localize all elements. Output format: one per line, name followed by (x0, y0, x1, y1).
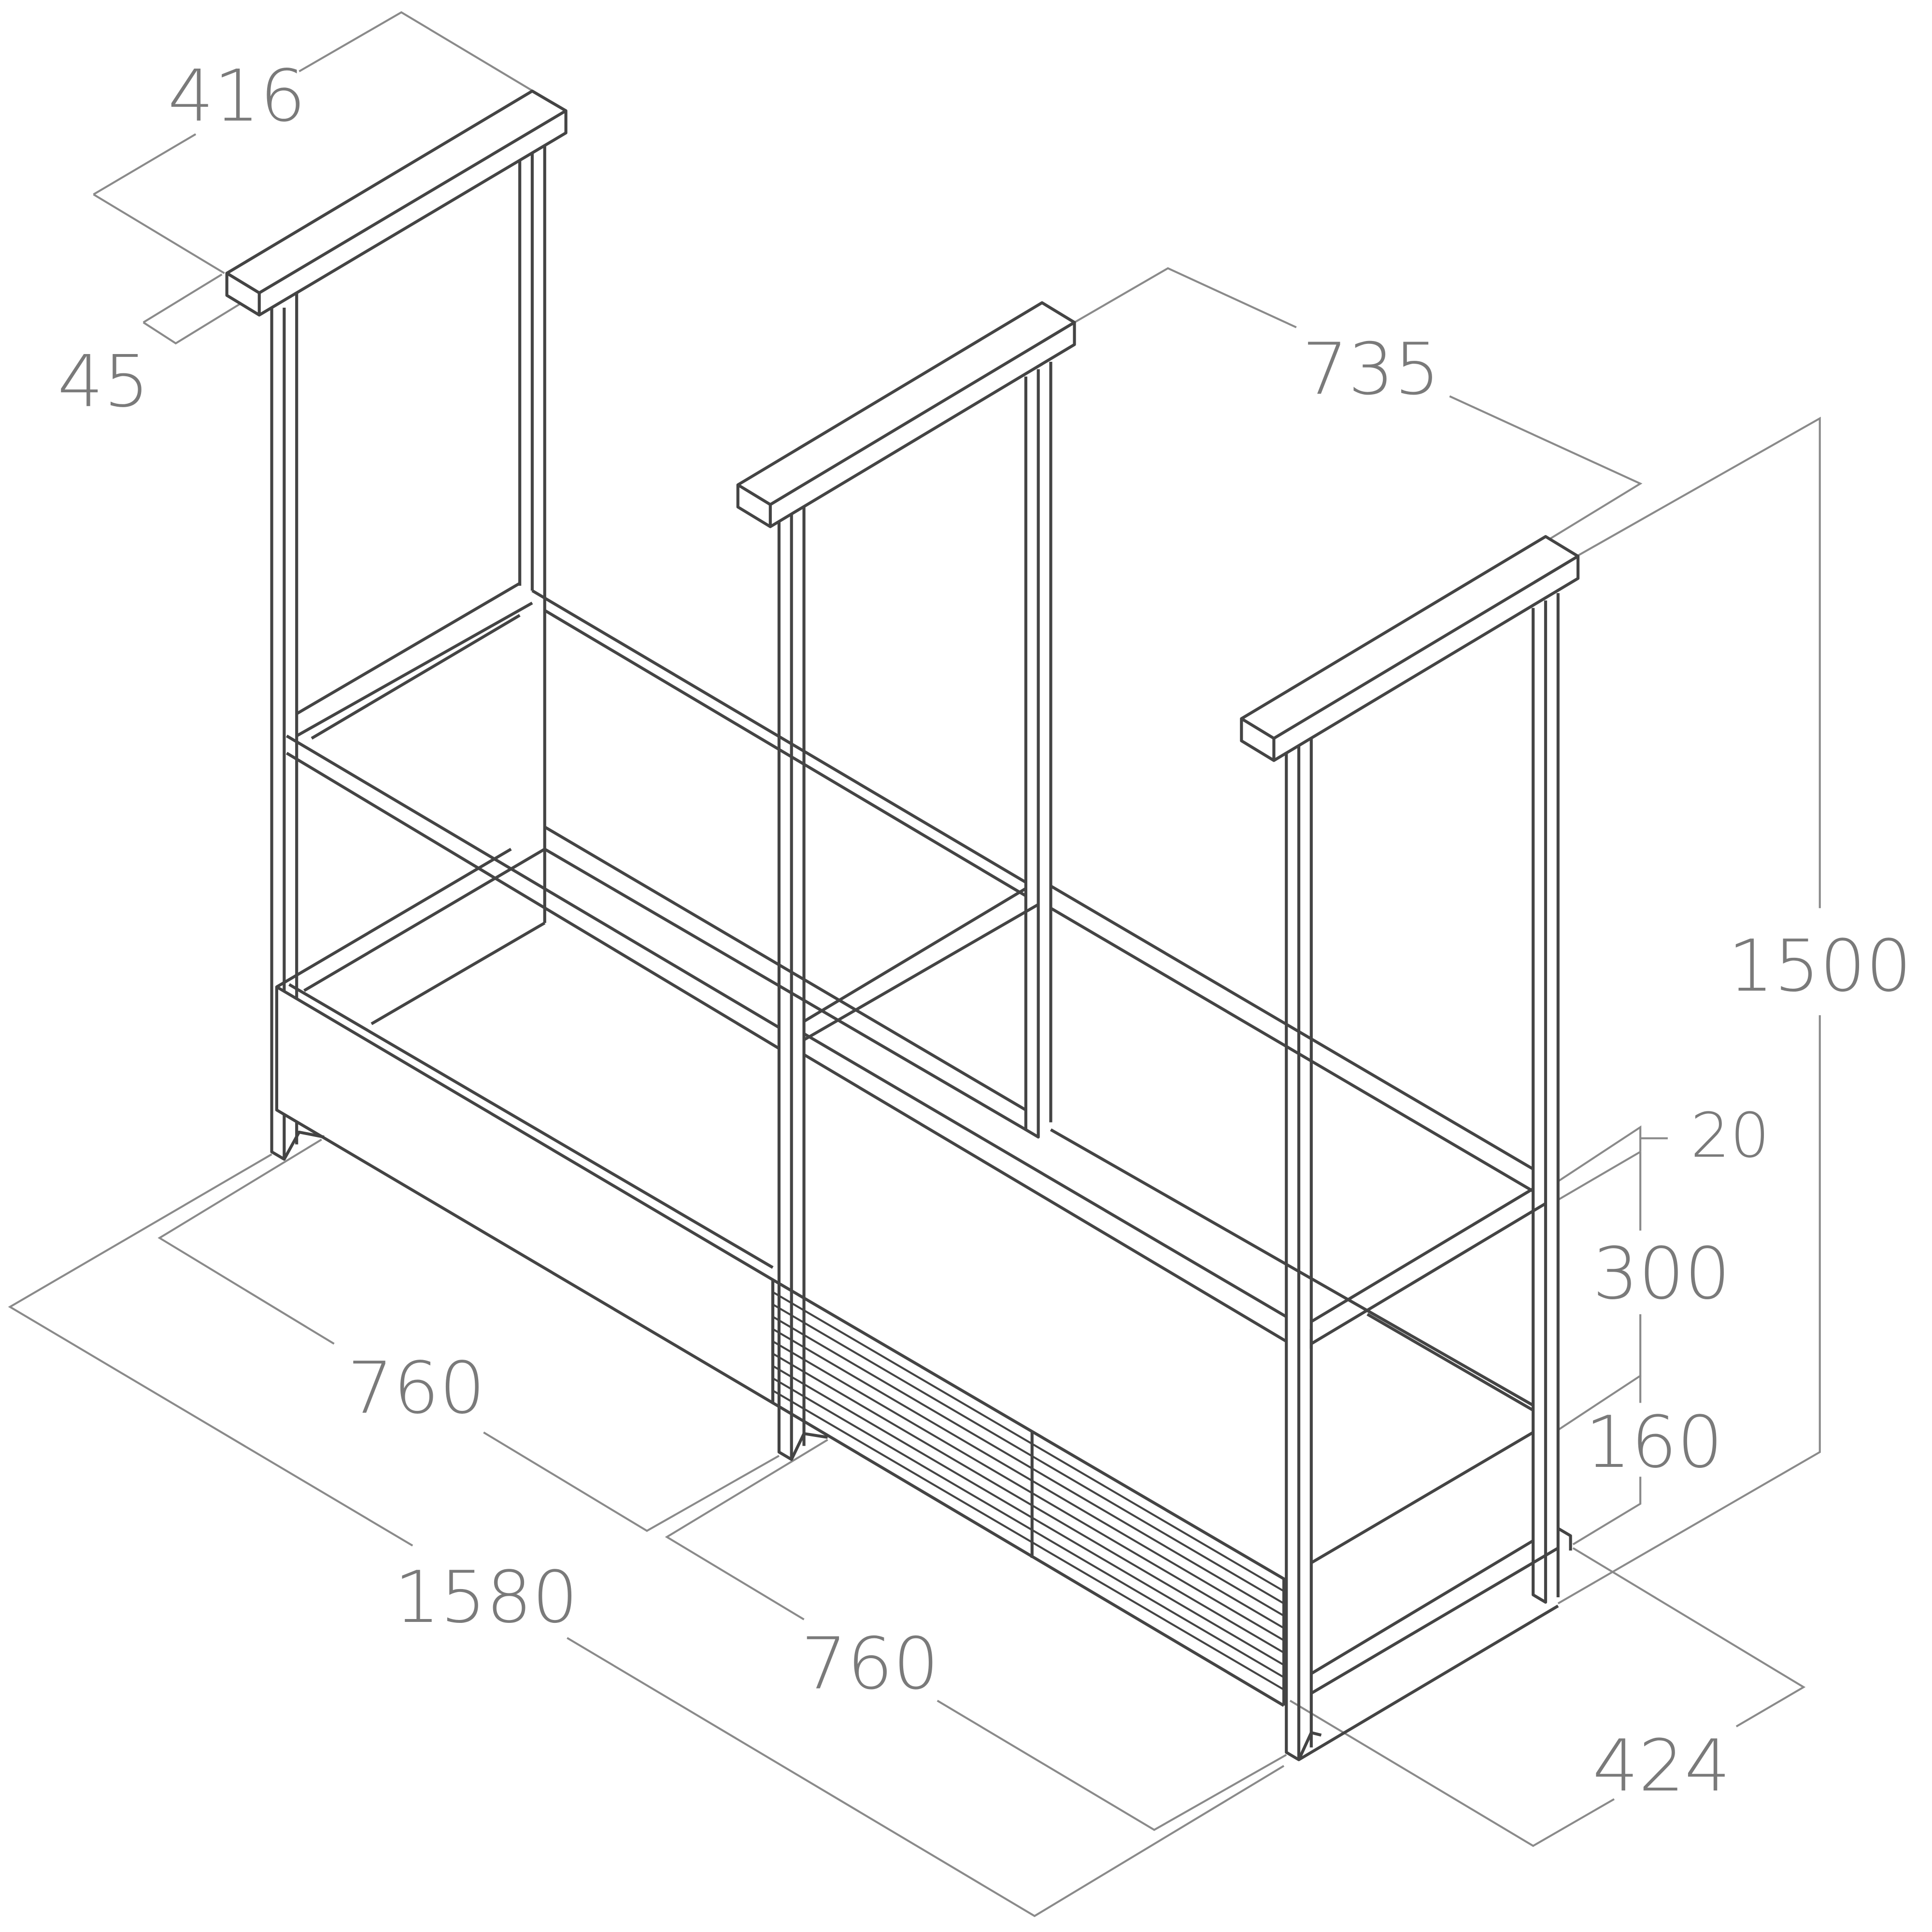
back-long-rail (531, 589, 1534, 1193)
left-side-rail (296, 582, 533, 740)
dimension-labels: 416 45 735 1500 20 300 160 424 760 760 1… (57, 55, 1912, 1808)
dim-735-line (1074, 267, 1643, 542)
dim-160-line (1572, 1376, 1642, 1546)
drawer-slat (772, 1352, 1285, 1654)
dim-416-line (93, 11, 567, 274)
dim-760-left-label: 760 (347, 1347, 485, 1430)
dim-1580-line (8, 1153, 1285, 1918)
dim-760-right-line (665, 1439, 1287, 1831)
shelf-structure (225, 89, 1580, 1762)
lower-back-rail (544, 825, 1534, 1412)
dim-1500-label: 1500 (1728, 925, 1912, 1008)
dim-424-line (1289, 1547, 1806, 1847)
right-drawer-slats (772, 1291, 1285, 1690)
dim-1580-label: 1580 (394, 1556, 578, 1639)
drawer-slat (772, 1390, 1285, 1690)
right-cross-rail (1310, 1187, 1547, 1345)
middle-cross-rail (803, 887, 1039, 1041)
drawer-slat (772, 1316, 1285, 1617)
dim-424-label: 424 (1592, 1725, 1731, 1808)
left-box-top (276, 848, 774, 1269)
dim-160-label: 160 (1585, 1401, 1723, 1484)
left-drawer-box (275, 985, 775, 1405)
middle-front-post (777, 507, 806, 1461)
right-bottom-frame (1297, 1431, 1572, 1761)
right-front-post (1285, 738, 1313, 1762)
dim-1500-line (1557, 416, 1821, 1605)
left-top-beam (225, 89, 568, 317)
middle-top-beam (736, 301, 1076, 528)
dim-760-right-label: 760 (801, 1622, 939, 1705)
dim-45-line (142, 273, 259, 345)
left-back-post (518, 140, 546, 923)
drawer-slat (772, 1328, 1285, 1629)
dim-416-label: 416 (168, 55, 306, 138)
dim-760-left-line (157, 1138, 780, 1532)
dim-20-label: 20 (1690, 1100, 1770, 1172)
middle-back-post (1024, 362, 1052, 1139)
dim-20-line (1557, 1125, 1668, 1201)
right-top-beam (1240, 535, 1580, 762)
drawer-slat (772, 1365, 1285, 1666)
right-back-post (1532, 593, 1560, 1604)
drawer-slat (772, 1303, 1285, 1605)
front-long-rail (285, 734, 1313, 1349)
drawer-slat (772, 1340, 1285, 1641)
dim-45-label: 45 (57, 341, 149, 424)
drawer-slat (772, 1291, 1285, 1592)
dim-300-label: 300 (1592, 1233, 1731, 1316)
right-drawer-edge (771, 1279, 1286, 1707)
dimension-lines (8, 11, 1821, 1918)
dim-735-label: 735 (1302, 328, 1440, 411)
drawer-slat (772, 1377, 1285, 1678)
left-box-feet (283, 1130, 828, 1460)
